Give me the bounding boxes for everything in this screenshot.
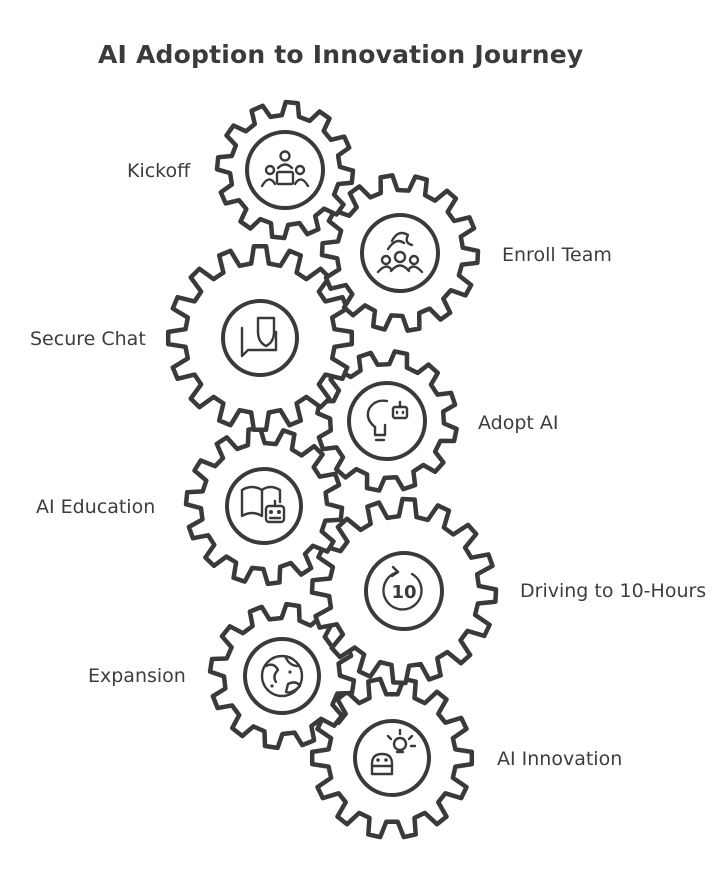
step-label-secure-chat: Secure Chat	[30, 328, 146, 350]
team-group-icon	[376, 231, 424, 274]
ten-hours-icon-text: 10	[391, 582, 416, 603]
ring-expansion	[243, 637, 321, 715]
step-label-ai-innovation: AI Innovation	[497, 748, 622, 770]
step-label-driving-to-10-hours: Driving to 10-Hours	[520, 580, 706, 602]
diagram-title: AI Adoption to Innovation Journey	[98, 40, 584, 69]
globe-icon	[260, 654, 304, 698]
robot-idea-icon	[370, 728, 417, 776]
ten-hours-counter-icon: 10	[382, 565, 423, 611]
book-robot-icon	[240, 485, 286, 524]
meeting-table-icon	[260, 150, 310, 188]
ring-driving-to-10-hours	[364, 551, 444, 631]
step-label-kickoff: Kickoff	[127, 160, 191, 182]
step-label-enroll-team: Enroll Team	[502, 244, 612, 266]
step-label-adopt-ai: Adopt AI	[478, 412, 559, 434]
step-label-ai-education: AI Education	[36, 496, 155, 518]
ring-adopt-ai	[347, 381, 427, 461]
step-label-expansion: Expansion	[88, 665, 186, 687]
ring-kickoff	[245, 130, 325, 210]
secure-chat-shield-icon	[240, 316, 278, 358]
lightbulb-robot-icon	[366, 399, 409, 442]
ring-ai-education	[225, 467, 303, 545]
